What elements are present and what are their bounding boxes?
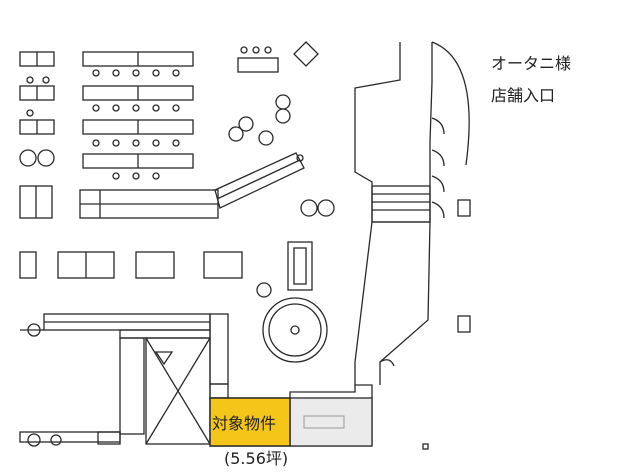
round-tables <box>19 94 335 298</box>
round-display <box>262 297 328 363</box>
bottom-shelving <box>19 313 229 447</box>
target-property-area <box>209 397 291 447</box>
standing-unit <box>287 241 313 291</box>
store-entrance-label-line1: オータニ様 <box>491 54 572 73</box>
diagonal-shelf <box>214 152 305 209</box>
small-units-top <box>237 41 319 73</box>
target-property-label: 対象物件 <box>212 414 277 433</box>
store-wall <box>354 41 471 450</box>
shelf-left-edge <box>19 185 53 219</box>
long-shelf <box>79 189 219 219</box>
store-entrance-label-line2: 店舗入口 <box>491 86 556 105</box>
target-area-label: (5.56坪) <box>224 449 289 468</box>
adjacent-unit <box>289 397 373 447</box>
shelf-rows-top-middle <box>82 51 194 180</box>
shelf-group-top-left <box>19 51 55 135</box>
display-tables <box>19 251 243 279</box>
adjacent-unit-counter <box>303 415 345 429</box>
